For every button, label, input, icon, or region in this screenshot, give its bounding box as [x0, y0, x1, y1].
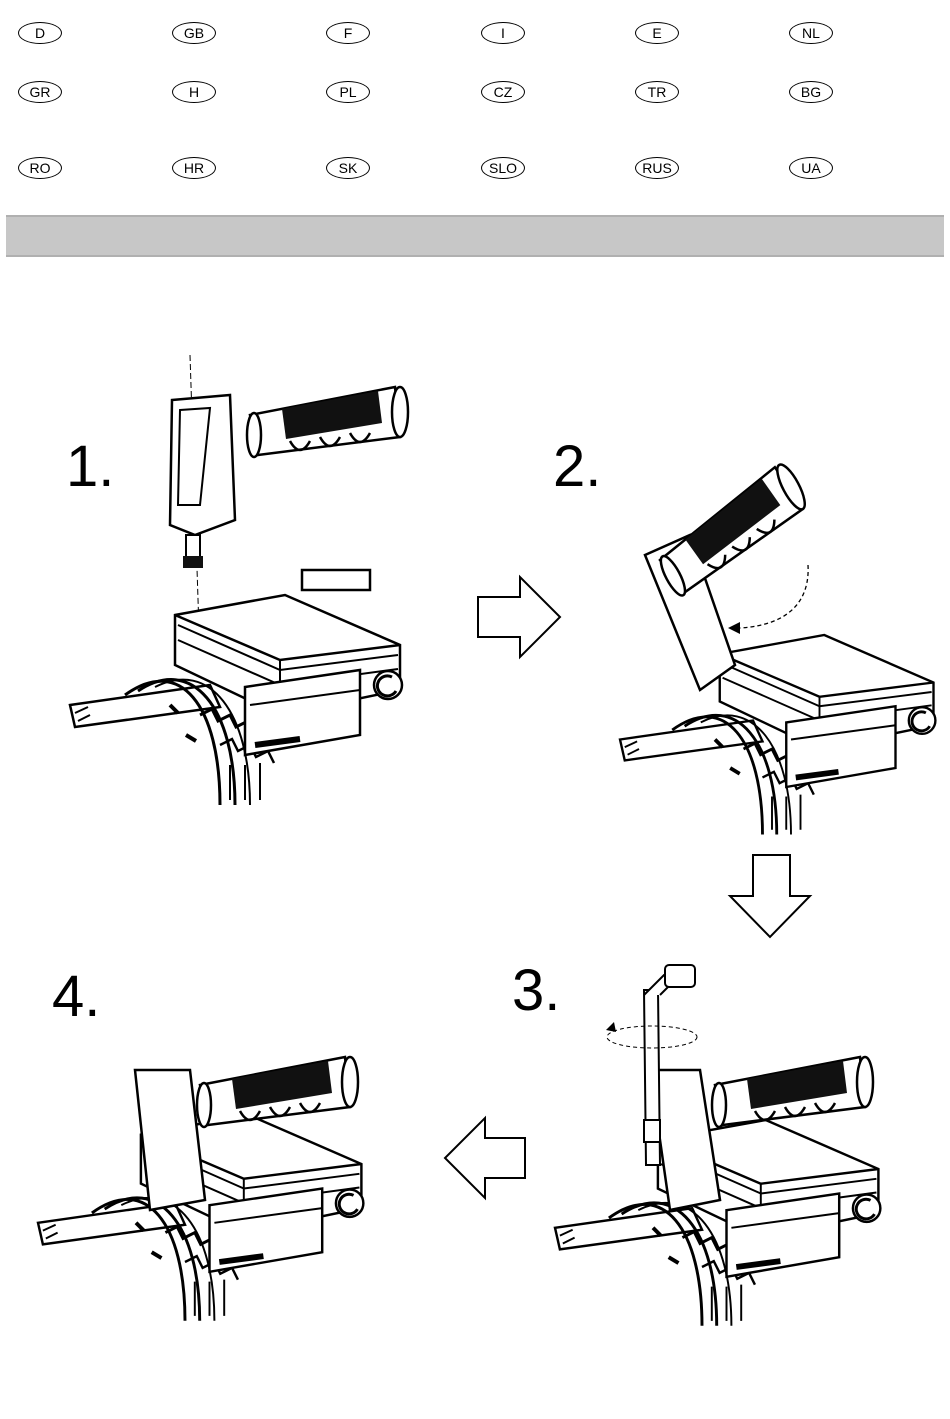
- arrow-right-icon: [478, 577, 560, 657]
- step-3-illustration: [555, 965, 880, 1326]
- arrow-down-icon: [730, 855, 810, 937]
- arrow-left-icon: [445, 1118, 525, 1198]
- step-2-illustration: [620, 461, 935, 834]
- step-1-illustration: [70, 355, 408, 805]
- step-4-illustration: [38, 1057, 363, 1321]
